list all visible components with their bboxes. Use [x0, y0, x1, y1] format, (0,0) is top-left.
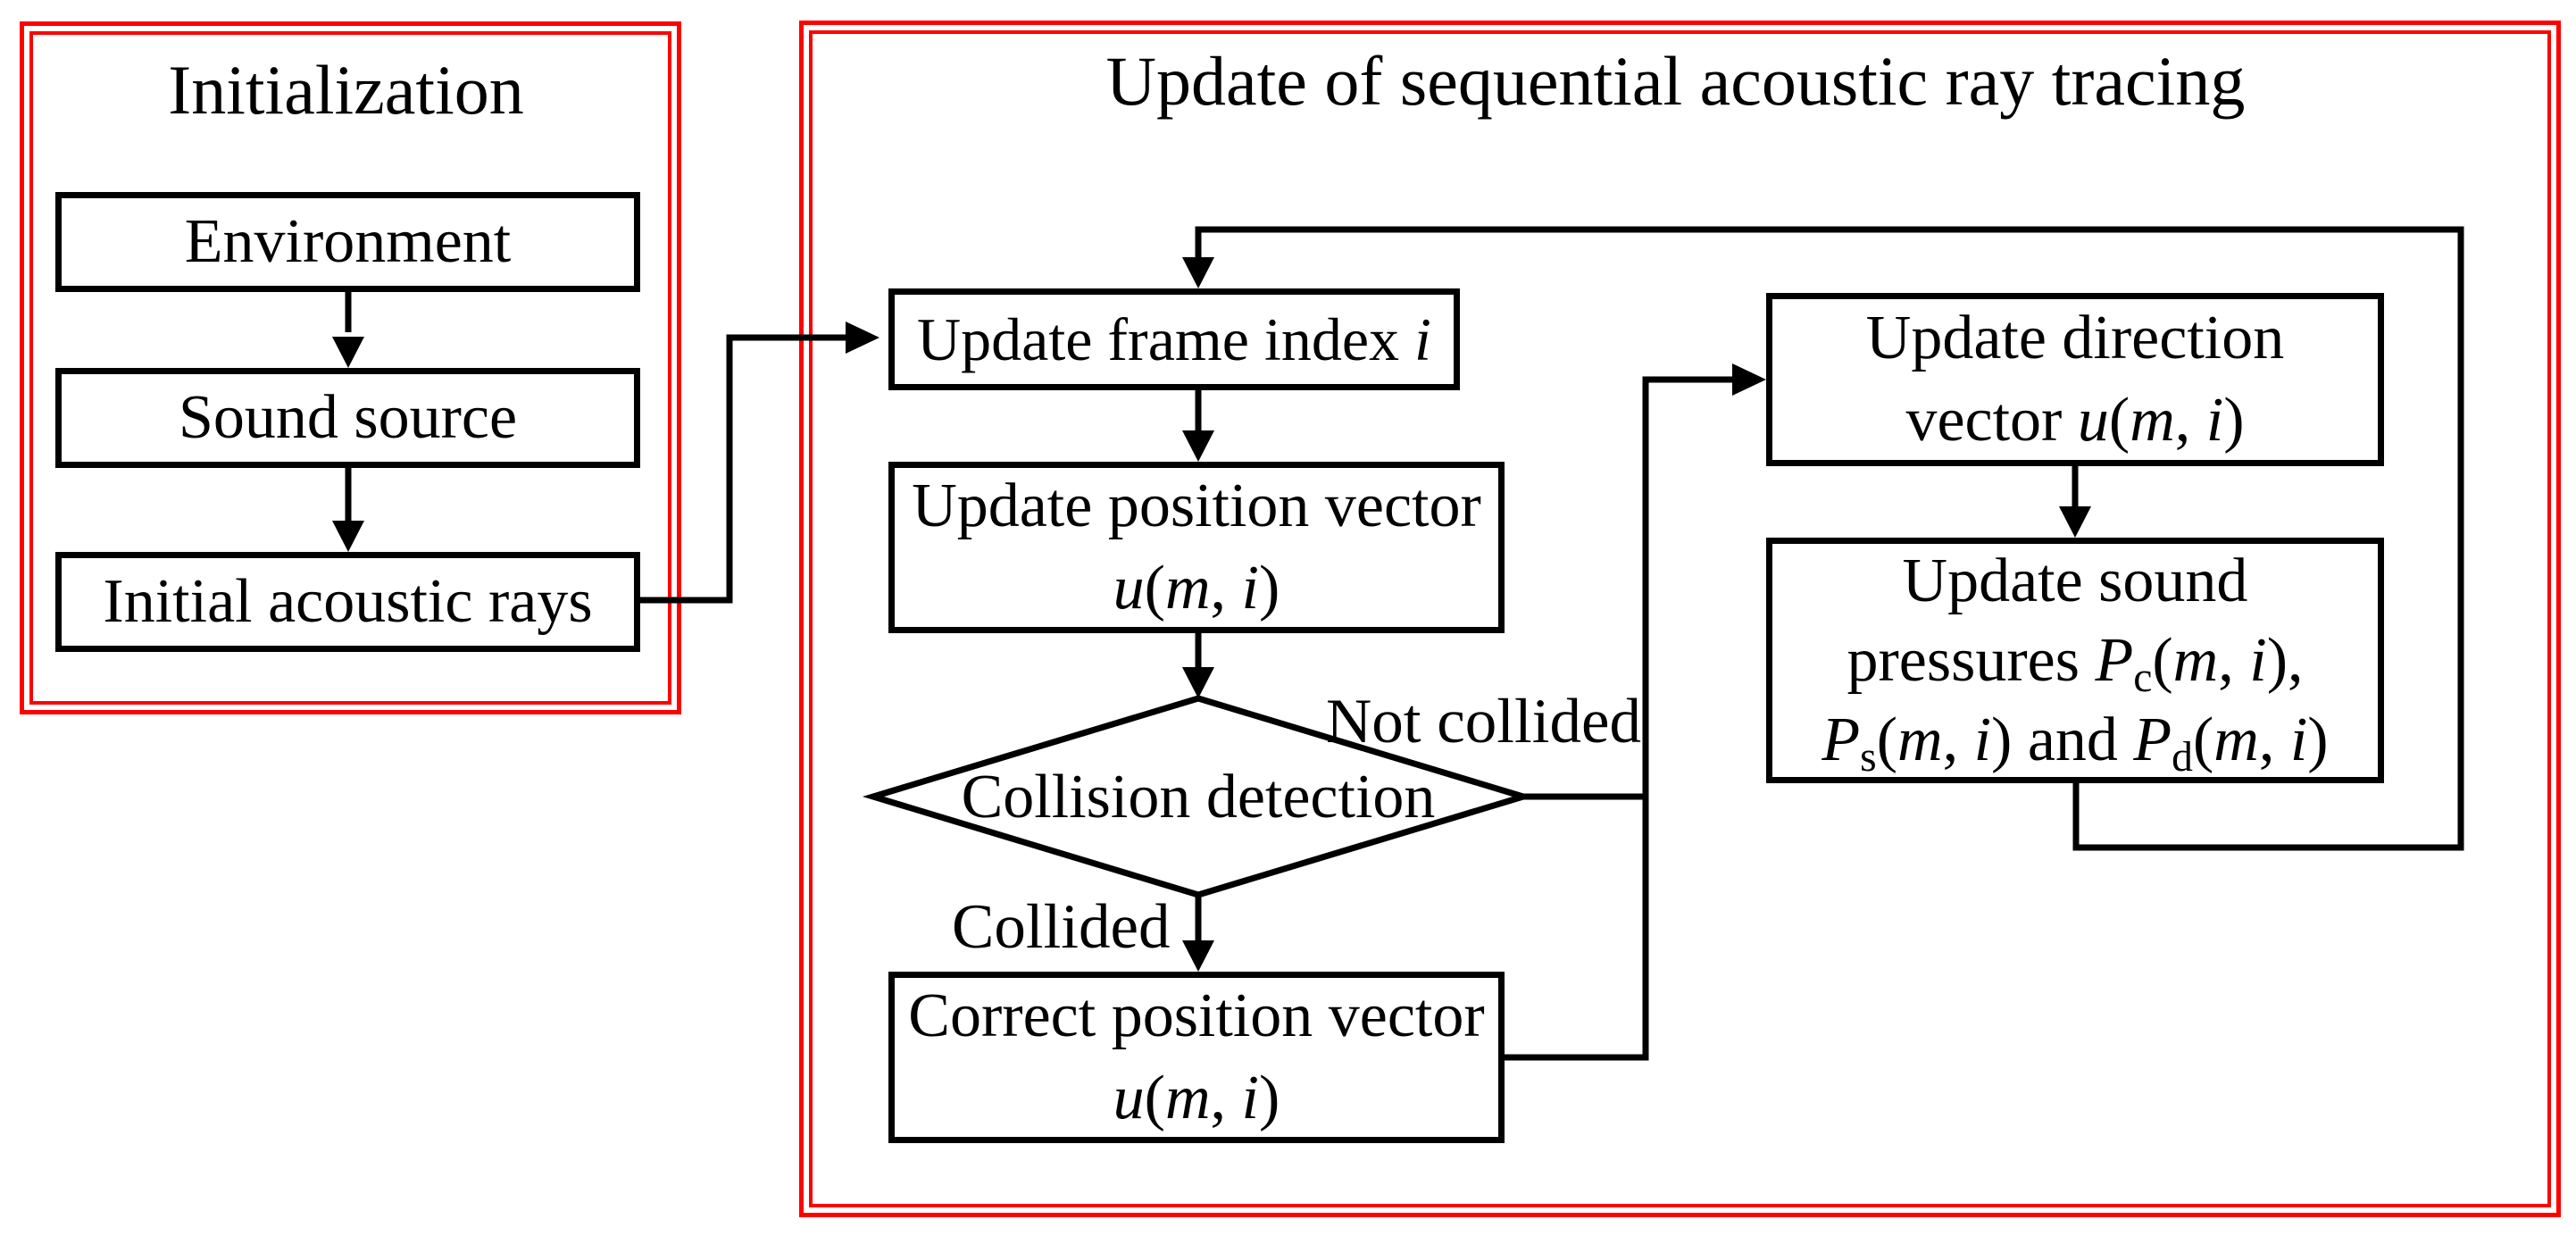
arrowhead-into-pressures — [2059, 506, 2091, 538]
arrowhead-into-correct — [1182, 940, 1214, 972]
node-update-frame-index-label: Update frame index i — [917, 305, 1431, 373]
node-initial-acoustic-rays-label: Initial acoustic rays — [103, 567, 593, 636]
arrowhead-into-frame — [846, 322, 880, 354]
edge-label-collided: Collided — [952, 892, 1171, 962]
arrowhead-into-position — [1182, 430, 1214, 462]
edge-label-not-collided: Not collided — [1326, 687, 1641, 756]
flow-arrow-init-to-frame — [640, 334, 848, 604]
node-sound-source-label: Sound source — [178, 383, 518, 452]
panel-initialization-inner-border — [29, 31, 671, 705]
arrowhead-env-sound — [332, 337, 364, 368]
decision-collision-detection-label: Collision detection — [961, 763, 1436, 831]
flow-arrow-feedback-loop — [1195, 226, 2464, 851]
node-update-frame-index: Update frame index i — [888, 288, 1460, 390]
panel-initialization — [20, 21, 681, 714]
panel-update — [799, 21, 2561, 1217]
arrowhead-loop-into-frame — [1182, 257, 1214, 288]
node-environment-label: Environment — [184, 207, 512, 276]
arrowhead-sound-init — [332, 521, 364, 552]
flow-arrow-merge-to-direction — [1505, 376, 1735, 1061]
panel-initialization-title: Initialization — [168, 51, 524, 129]
node-sound-source: Sound source — [55, 368, 640, 468]
decision-diamond-shape — [862, 695, 1535, 898]
arrowhead-into-direction — [1732, 363, 1766, 396]
node-initial-acoustic-rays: Initial acoustic rays — [55, 552, 640, 652]
panel-update-title: Update of sequential acoustic ray tracin… — [1105, 42, 2246, 120]
node-environment: Environment — [55, 192, 640, 292]
arrowhead-into-diamond — [1182, 667, 1214, 698]
panel-update-inner-border — [809, 30, 2551, 1207]
